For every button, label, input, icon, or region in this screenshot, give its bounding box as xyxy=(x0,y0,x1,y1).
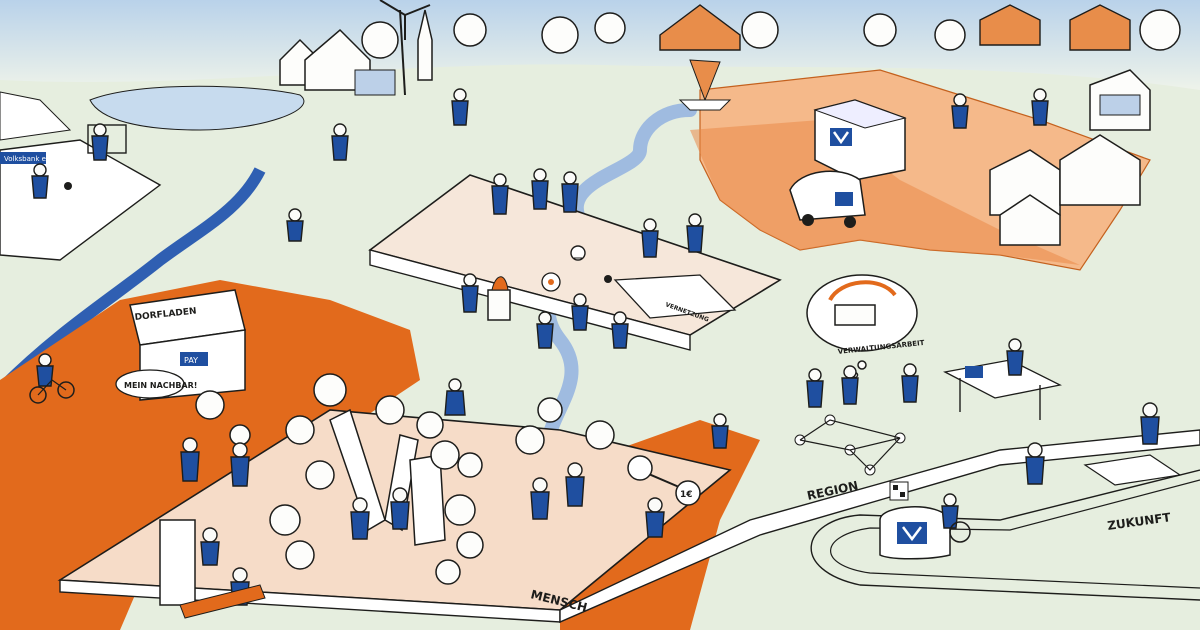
distant-village xyxy=(279,4,1181,91)
reception-desk xyxy=(879,481,951,560)
wifi-icon xyxy=(541,272,561,292)
wheelchair xyxy=(949,521,971,543)
soccer-ball-icon xyxy=(64,182,72,190)
puzzle-tile xyxy=(1083,454,1182,486)
wind-turbine-icon xyxy=(379,0,431,96)
qr-code-icon xyxy=(889,481,909,501)
sailboat-icon xyxy=(678,59,732,111)
river-left xyxy=(0,167,266,395)
houses-construction xyxy=(989,69,1151,246)
volksbank-building xyxy=(813,99,907,181)
fire-barrel xyxy=(487,276,511,321)
standing-desks xyxy=(943,359,1062,420)
orange-region-left xyxy=(0,280,420,630)
network-diagram xyxy=(794,414,906,476)
volksbank-banner-text: Volksbank eG xyxy=(4,155,51,163)
dorfladen-shop: DORFLADEN PAY MEIN NACHBAR! xyxy=(115,289,246,401)
bicycle xyxy=(29,379,75,404)
vr-letters-sculpture xyxy=(329,408,446,546)
pay-sign: PAY xyxy=(184,356,198,365)
scenario-bubbles xyxy=(195,373,615,585)
euro-coin-label: 1€ xyxy=(680,490,693,500)
solar-panel-field xyxy=(354,69,396,96)
timeline-path xyxy=(559,429,1200,624)
solar-panel-icon xyxy=(1099,94,1141,116)
mein-nachbar-bubble: MEIN NACHBAR! xyxy=(124,381,197,390)
verwaltungsarbeit-bubble: VERWALTUNGSARBEIT xyxy=(806,274,925,379)
people xyxy=(31,88,1160,606)
lightbulb-icon xyxy=(570,245,586,261)
euro-coin-icon: 1€ xyxy=(627,455,701,506)
soccer-ball-small xyxy=(604,275,612,283)
entrance-door xyxy=(159,519,266,619)
car-icon xyxy=(789,170,866,228)
lake xyxy=(89,85,305,131)
